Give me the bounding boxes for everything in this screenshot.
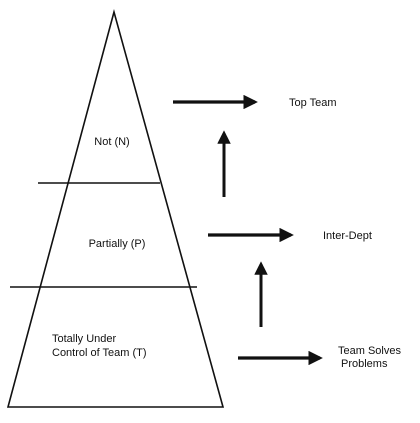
tier-label-totally-under-control: Totally Under Control of Team (T)	[52, 333, 147, 359]
destination-label-top-team: Top Team	[289, 97, 337, 109]
destination-label-team-solves: Team Solves Problems	[338, 345, 404, 370]
pyramid-outline	[6, 8, 225, 408]
tier-label-partially: Partially (P)	[89, 238, 146, 250]
tier-label-not: Not (N)	[94, 136, 129, 148]
destination-label-inter-dept: Inter-Dept	[323, 230, 372, 242]
